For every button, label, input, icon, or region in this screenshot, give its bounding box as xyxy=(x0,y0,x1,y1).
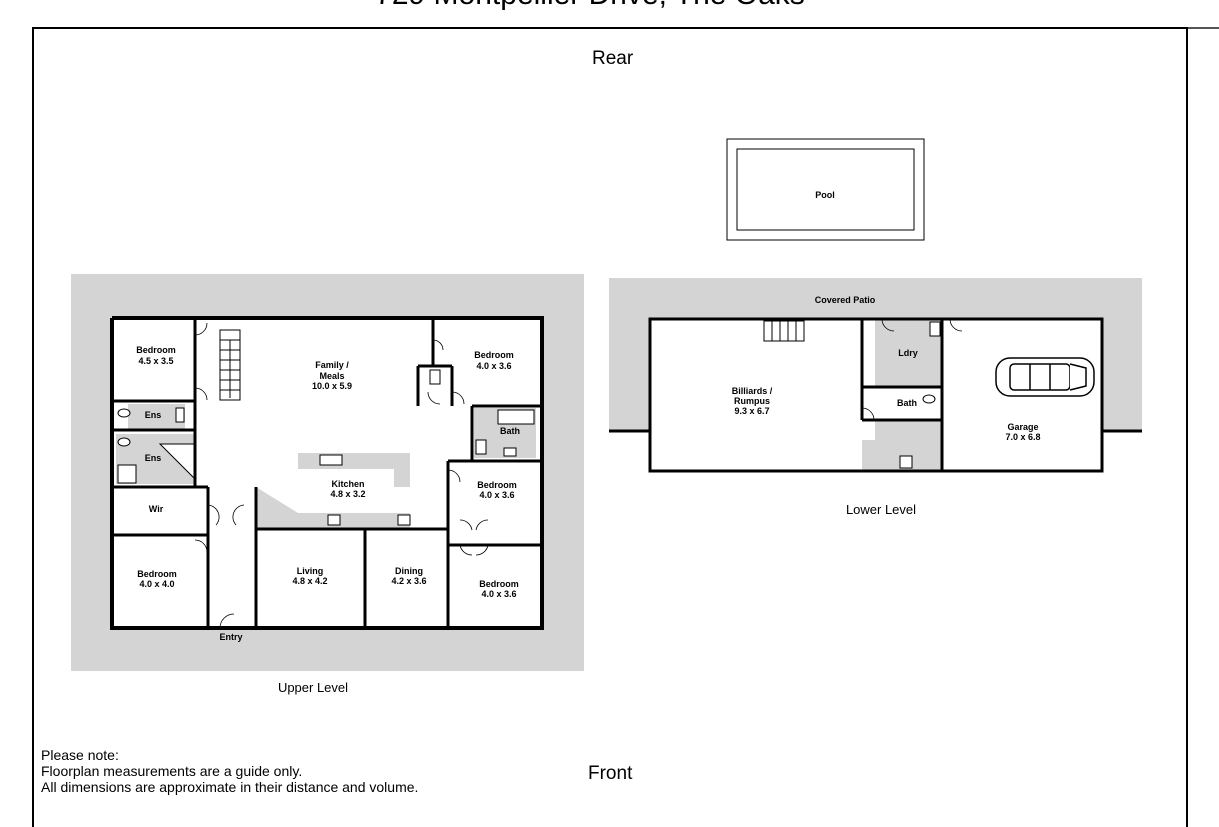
lower-level-label: Lower Level xyxy=(846,502,916,517)
pool: Pool xyxy=(726,138,925,241)
billiards-name-2: Rumpus xyxy=(734,396,770,406)
kitchen-name: Kitchen xyxy=(331,479,364,489)
garage-name: Garage xyxy=(1007,422,1038,432)
bedroom-2-dim: 4.0 x 4.0 xyxy=(139,579,174,589)
bedroom-4-dim: 4.0 x 3.6 xyxy=(479,490,514,500)
plan-frame xyxy=(32,27,1188,827)
dining-name: Dining xyxy=(395,566,423,576)
front-label: Front xyxy=(588,763,633,784)
lower-level-plan: Covered Patio Billiards / Rumpus 9.3 x 6… xyxy=(609,278,1142,517)
garage-dim: 7.0 x 6.8 xyxy=(1005,432,1040,442)
entry-name: Entry xyxy=(219,632,242,642)
billiards-dim: 9.3 x 6.7 xyxy=(734,406,769,416)
ensuite-2-name: Ens xyxy=(145,453,162,463)
bedroom-4-name: Bedroom xyxy=(477,480,517,490)
floorplan-drawing: Pool xyxy=(71,138,1142,695)
note-line-1: Floorplan measurements are a guide only. xyxy=(41,763,303,779)
kitchen-dim: 4.8 x 3.2 xyxy=(330,489,365,499)
bedroom-1-dim: 4.5 x 3.5 xyxy=(138,356,173,366)
bedroom-3-dim: 4.0 x 3.6 xyxy=(476,361,511,371)
frame-edge-line xyxy=(1188,27,1219,29)
upper-level-label: Upper Level xyxy=(278,680,348,695)
billiards-name: Billiards / xyxy=(732,386,773,396)
plan-title: 729 Montpellier Drive, The Oaks xyxy=(0,0,1180,12)
bedroom-5-name: Bedroom xyxy=(479,579,519,589)
living-dim: 4.8 x 4.2 xyxy=(292,576,327,586)
note-heading: Please note: xyxy=(41,747,119,763)
laundry-name: Ldry xyxy=(898,348,918,358)
upper-level-plan: Bedroom 4.5 x 3.5 Ens Ens Wir Bedroom 4.… xyxy=(71,274,584,695)
ensuite-1-name: Ens xyxy=(145,410,162,420)
bath-lower-name: Bath xyxy=(897,398,917,408)
family-dim: 10.0 x 5.9 xyxy=(312,381,352,391)
bedroom-2-name: Bedroom xyxy=(137,569,177,579)
family-name-2: Meals xyxy=(319,371,344,381)
bedroom-1-name: Bedroom xyxy=(136,345,176,355)
bath-upper-name: Bath xyxy=(500,426,520,436)
covered-patio-label: Covered Patio xyxy=(815,295,876,305)
note-line-2: All dimensions are approximate in their … xyxy=(41,779,419,795)
living-name: Living xyxy=(297,566,324,576)
pool-label: Pool xyxy=(815,190,835,200)
car-icon xyxy=(995,357,1095,397)
family-name: Family / xyxy=(315,360,349,370)
bedroom-5-dim: 4.0 x 3.6 xyxy=(481,589,516,599)
rear-label: Rear xyxy=(592,48,634,69)
bedroom-3-name: Bedroom xyxy=(474,350,514,360)
walk-in-robe-name: Wir xyxy=(149,504,164,514)
dining-dim: 4.2 x 3.6 xyxy=(391,576,426,586)
